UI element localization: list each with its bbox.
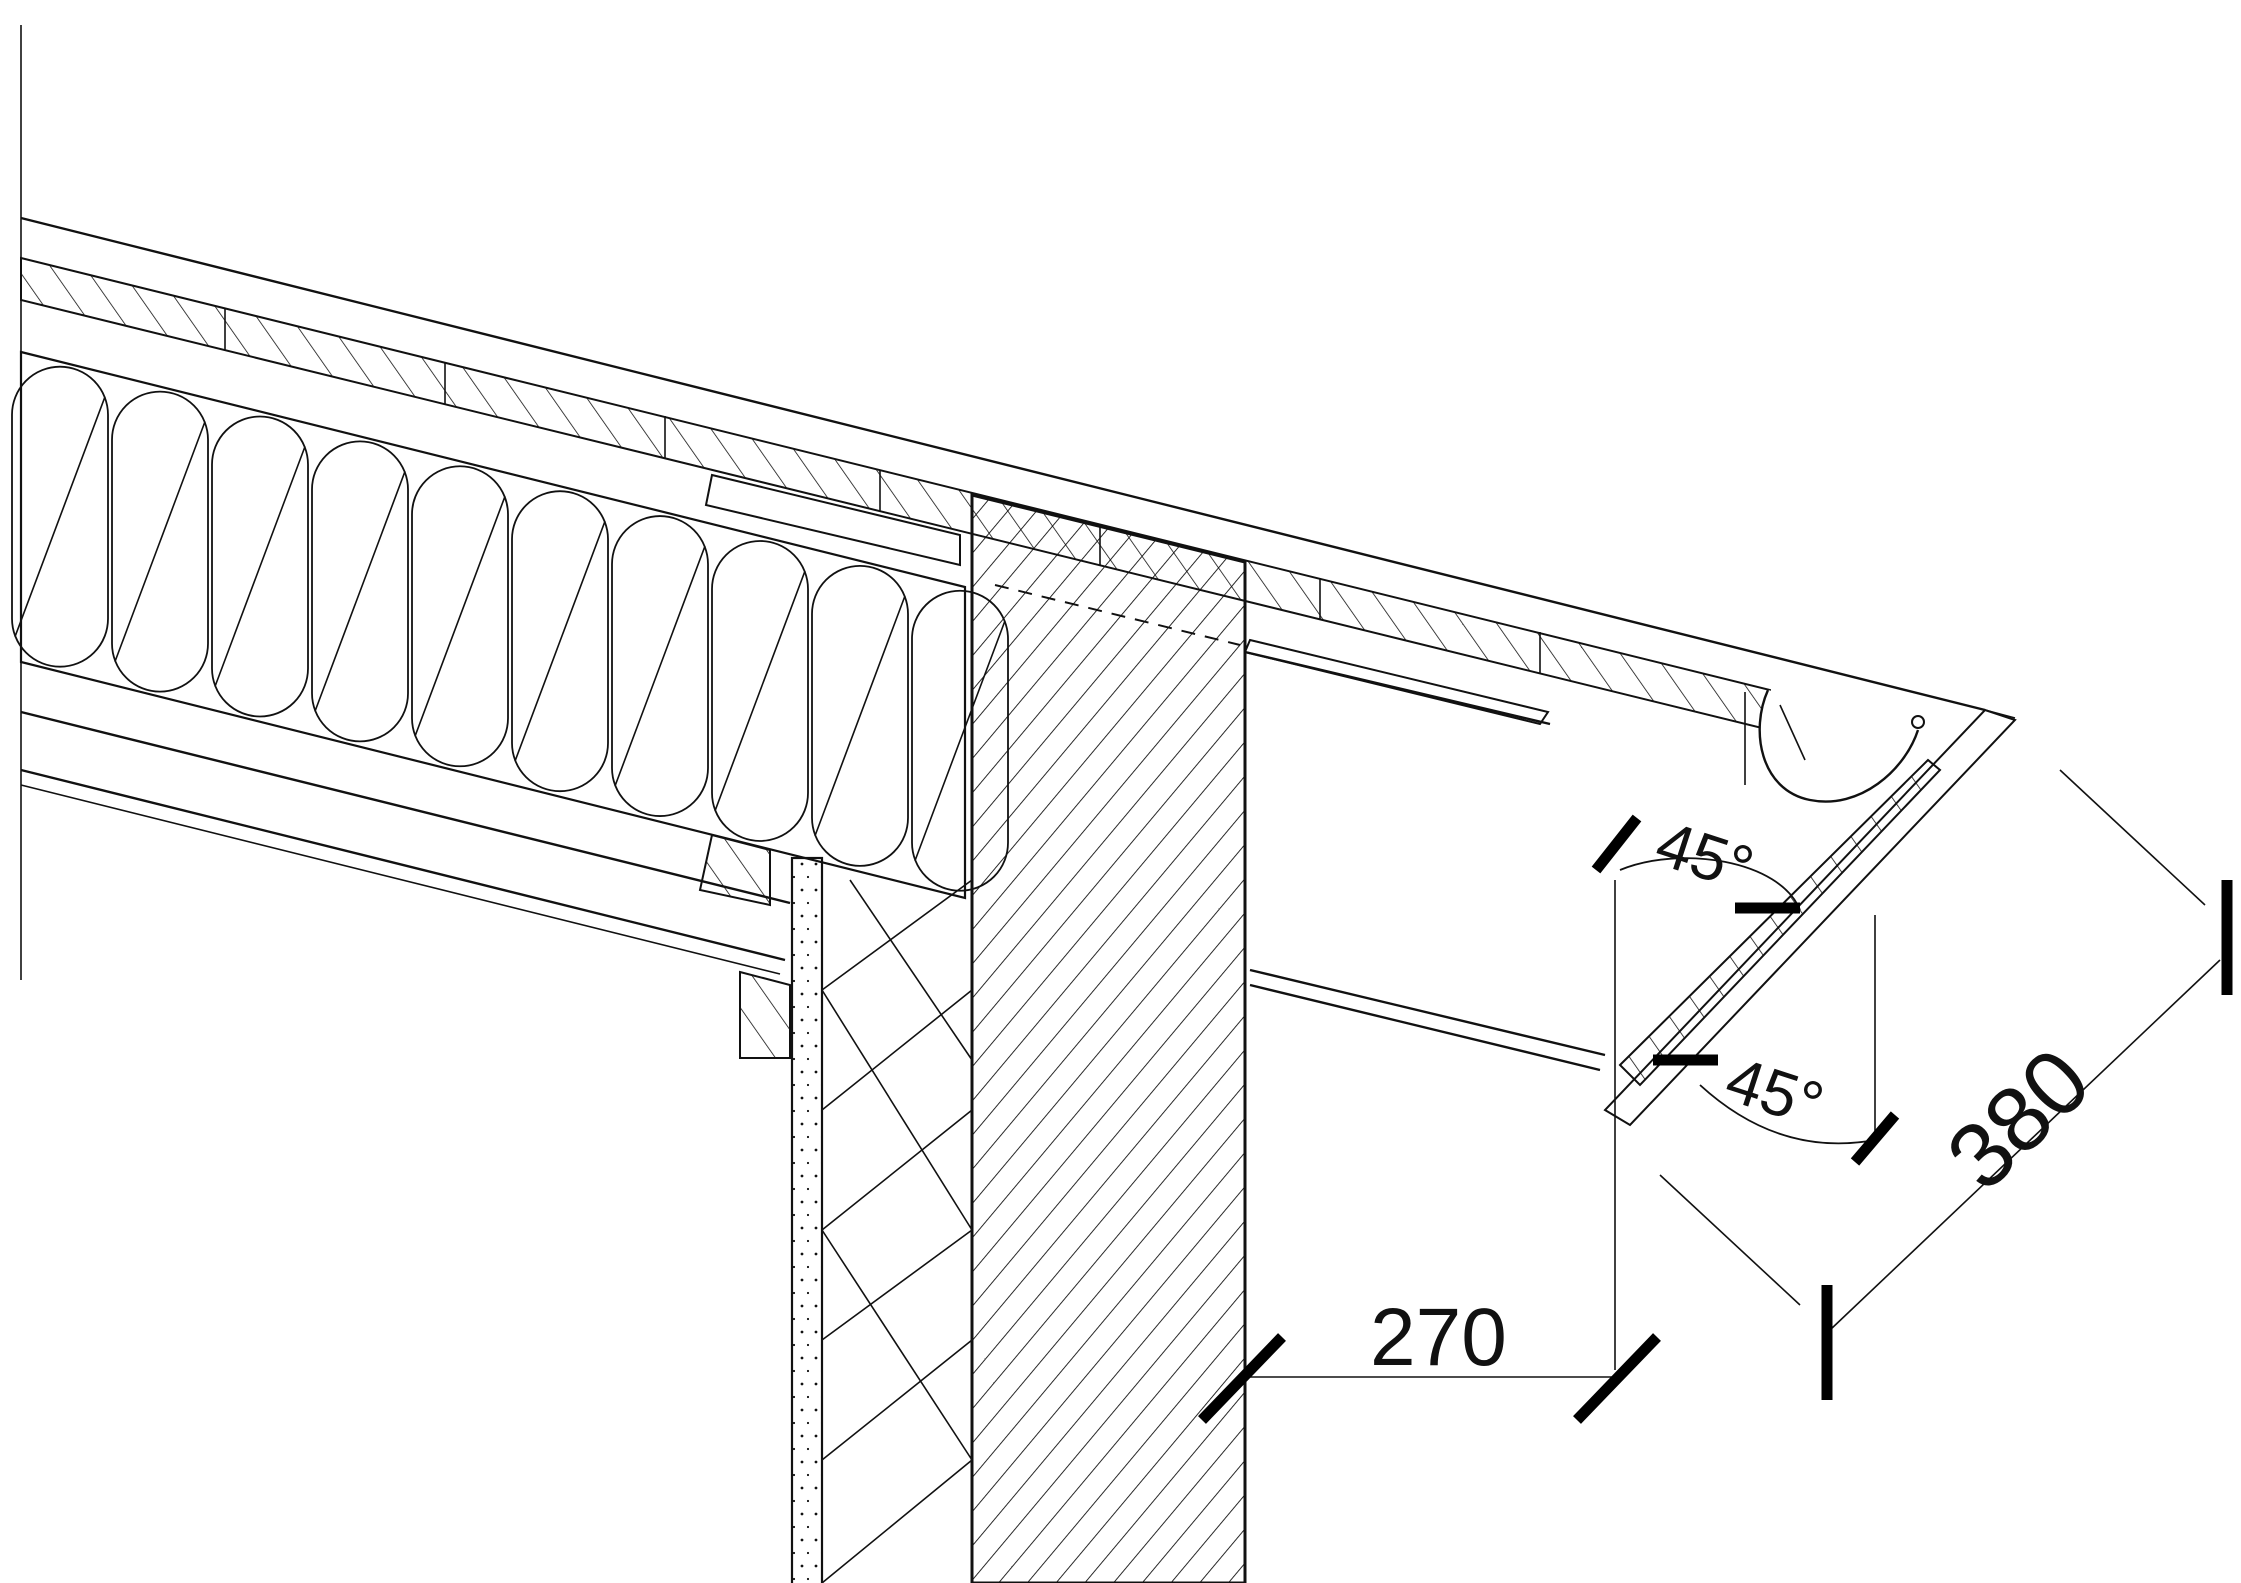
tick-270-left bbox=[1198, 1333, 1286, 1424]
insulation-batt bbox=[411, 465, 509, 768]
insulation-batt-diagonal bbox=[214, 446, 306, 687]
nailer-block bbox=[698, 833, 771, 907]
insulation-batt-diagonal bbox=[414, 496, 506, 737]
tick-angle-lower-b bbox=[1850, 1111, 1900, 1166]
angle-upper-label: 45° bbox=[1648, 807, 1762, 905]
insulation-batt-diagonal bbox=[814, 595, 906, 837]
insulation-batt-diagonal bbox=[14, 396, 106, 637]
insulation-batt-diagonal bbox=[114, 421, 206, 662]
insulation-batt bbox=[711, 540, 809, 842]
timber-post-hatched bbox=[970, 493, 1247, 1583]
insulation-batt bbox=[111, 390, 209, 693]
insulation-batt bbox=[811, 564, 909, 867]
wall-board-dotted bbox=[790, 856, 824, 1583]
soffit-line-c bbox=[1249, 983, 1601, 1072]
insulation-batts bbox=[11, 365, 1009, 892]
ceiling-board-bottom bbox=[20, 768, 786, 962]
gutter-bracket bbox=[1779, 704, 1806, 761]
roof-covering-top bbox=[20, 216, 1986, 712]
gutter-bead bbox=[1911, 715, 1925, 729]
insulation-band bbox=[19, 350, 967, 900]
plate-left bbox=[704, 473, 961, 567]
insulation-batt bbox=[11, 365, 109, 668]
insulation-batt-diagonal bbox=[514, 520, 606, 762]
fascia-board-hatched bbox=[1618, 758, 1942, 1087]
insulation-batt bbox=[211, 415, 309, 718]
gutter bbox=[1758, 689, 1920, 803]
trim-block bbox=[739, 970, 791, 1059]
wall-stud-bracing bbox=[821, 858, 973, 1583]
tick-angle-upper bbox=[1591, 814, 1642, 874]
dimension-380-label: 380 bbox=[1928, 1029, 2109, 1209]
post-hidden-line bbox=[994, 584, 1241, 646]
insulation-batt bbox=[611, 515, 709, 817]
tick-270-right bbox=[1573, 1333, 1661, 1424]
plate-right bbox=[1243, 638, 1550, 726]
insulation-batt-diagonal bbox=[714, 570, 806, 812]
angle-lower-label: 45° bbox=[1718, 1043, 1832, 1141]
angle-arc-upper bbox=[1619, 857, 1801, 911]
ceiling-board-under bbox=[20, 784, 781, 975]
insulation-batt bbox=[511, 490, 609, 793]
soffit-line-b bbox=[1249, 968, 1606, 1057]
insulation-batt-diagonal bbox=[614, 545, 706, 787]
insulation-batt-diagonal bbox=[314, 471, 406, 712]
angle-arc-lower bbox=[1699, 1084, 1876, 1145]
dimension-extension-lines bbox=[1245, 769, 2221, 1378]
insulation-batt bbox=[311, 440, 409, 743]
soffit-line-a bbox=[1244, 650, 1551, 726]
dimension-270-label: 270 bbox=[1370, 1292, 1507, 1383]
ceiling-board-top bbox=[20, 710, 791, 905]
